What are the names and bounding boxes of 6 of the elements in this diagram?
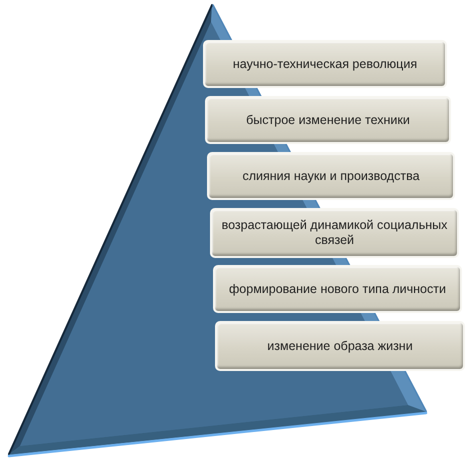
level-box: слияния науки и производства (207, 152, 455, 200)
level-box: возрастающей динамикой социальных связей (210, 208, 459, 258)
level-box: быстрое изменение техники (205, 96, 451, 144)
level-box: изменение образа жизни (215, 321, 465, 371)
level-box: формирование нового типа личности (213, 265, 462, 313)
level-box: научно-техническая революция (203, 40, 447, 88)
